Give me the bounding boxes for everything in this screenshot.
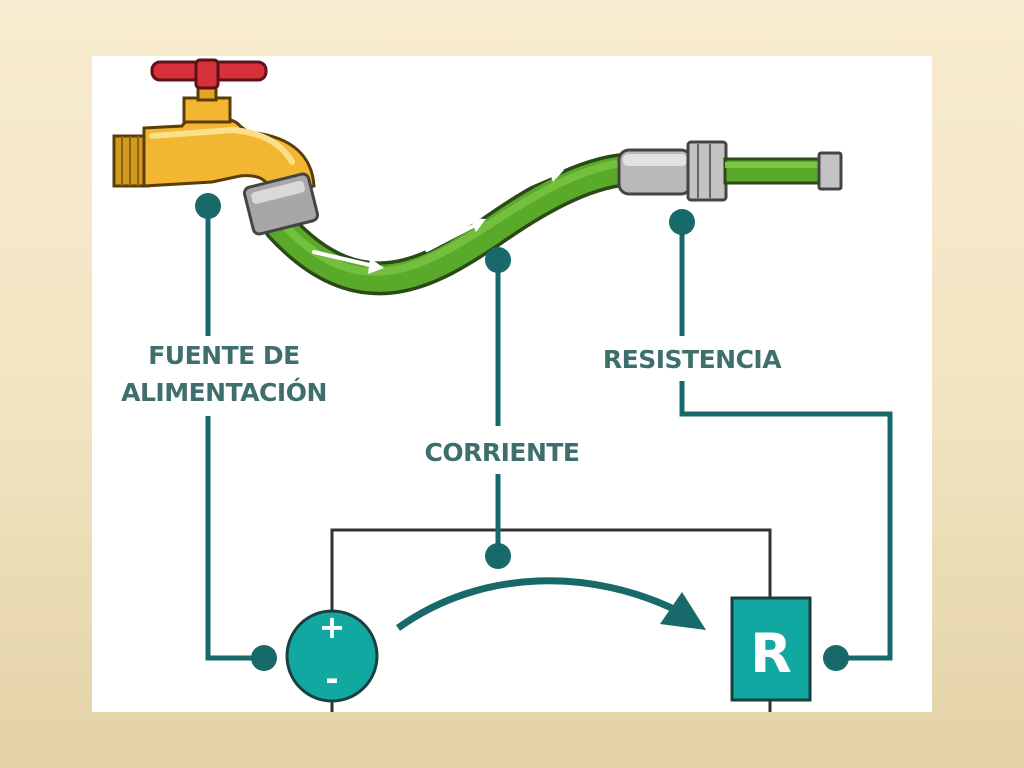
leader-lines — [205, 206, 893, 661]
diagram-panel: + - R FUENTE DE ALIMENTACIÓN CORRIENTE R… — [92, 56, 932, 712]
battery-minus-sign: - — [325, 660, 338, 698]
resistance-label: RESISTENCIA — [603, 345, 782, 374]
resistance-dot-bottom — [823, 645, 849, 671]
current-flow-arrow — [395, 577, 706, 631]
connector-dots — [195, 193, 849, 671]
power-source-label-line2: ALIMENTACIÓN — [121, 377, 327, 407]
circuit-wires — [330, 528, 772, 712]
flow-arrows — [312, 168, 564, 274]
source-dot-bottom — [251, 645, 277, 671]
resistor-symbol: R — [730, 596, 812, 702]
source-leader-line-lower — [205, 416, 264, 661]
current-dot-top — [485, 247, 511, 273]
current-dot-bottom — [485, 543, 511, 569]
garden-hose — [263, 140, 843, 296]
current-label: CORRIENTE — [424, 438, 579, 467]
water-faucet — [112, 58, 320, 236]
battery-symbol: + - — [285, 608, 379, 703]
source-dot-top — [195, 193, 221, 219]
water-circuit-analogy-diagram: + - R FUENTE DE ALIMENTACIÓN CORRIENTE R… — [112, 58, 893, 712]
resistance-dot-top — [669, 209, 695, 235]
resistance-leader-line-lower — [679, 381, 893, 661]
power-source-label-line1: FUENTE DE — [148, 341, 300, 370]
battery-plus-sign: + — [319, 608, 346, 646]
resistor-letter: R — [750, 622, 792, 685]
